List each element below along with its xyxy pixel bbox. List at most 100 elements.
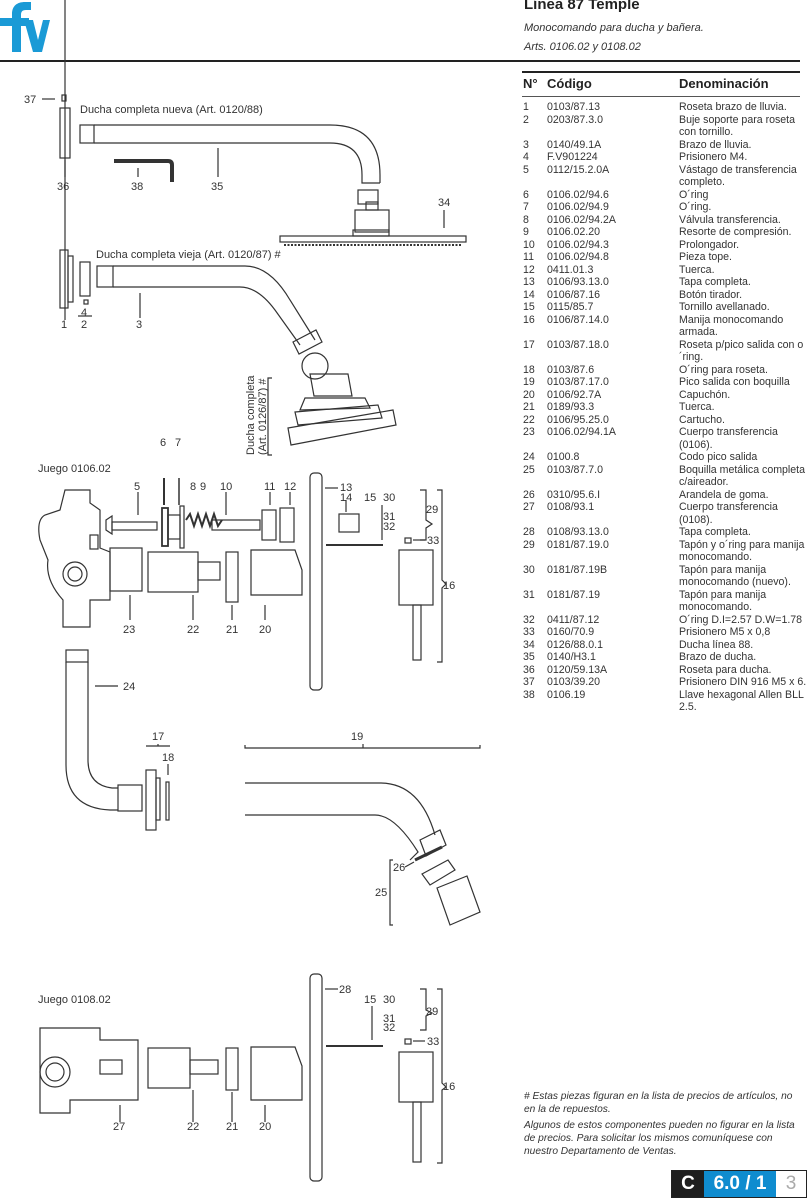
new-shower-assembly (42, 94, 467, 246)
part-number: 26 (523, 488, 535, 501)
badge-section: C (672, 1171, 704, 1197)
part-description: Codo pico salida (679, 451, 758, 463)
part-number: 21 (523, 401, 535, 413)
part-number: 37 (523, 676, 535, 688)
part-number: 16 (523, 313, 535, 326)
col-header-number: N° (523, 76, 538, 91)
part-code: 0103/87.6 (547, 363, 595, 376)
callout-16b: 16 (443, 1081, 455, 1093)
part-number: 35 (523, 651, 535, 663)
part-37-setscrew (61, 94, 67, 102)
part-number: 32 (523, 613, 535, 626)
callout-9: 9 (200, 481, 206, 493)
part-description: Buje soporte para roseta con tornillo. (679, 113, 796, 139)
part-description: Ducha línea 88. (679, 638, 754, 651)
part-number: 19 (523, 376, 535, 388)
table-row: 34 0126/88.0.1 Ducha línea 88. (523, 639, 808, 652)
callout-26: 26 (393, 862, 405, 874)
part-34-shower-head (279, 235, 467, 243)
part-code: 0411/87.12 (547, 613, 600, 626)
part-description: Llave hexagonal Allen BLL 2.5. (679, 688, 804, 714)
part-description: Válvula transferencia. (679, 213, 781, 226)
part-code: 0106.02/94.1A (547, 426, 616, 438)
callout-23: 23 (123, 624, 135, 636)
part-number: 2 (523, 113, 529, 126)
part-number: 31 (523, 588, 535, 601)
part-description: Tapón y o´ring para manija monocomando. (679, 538, 805, 564)
part-description: Prisionero M4. (679, 151, 748, 163)
part-38-allen-key (114, 159, 174, 182)
part-code: 0103/39.20 (547, 676, 601, 688)
part-number: 12 (523, 263, 535, 276)
part-description: Tapa completa. (679, 276, 751, 288)
part-code: 0108/93.13.0 (547, 526, 609, 538)
part-description: Prolongador. (679, 238, 740, 251)
shower-head-old (287, 409, 397, 446)
callout-1: 1 (61, 319, 67, 331)
part-code: 0411.01.3 (547, 263, 594, 276)
callout-18: 18 (162, 752, 174, 764)
part-code: 0106/93.13.0 (547, 276, 609, 288)
part-number: 9 (523, 226, 529, 238)
part-description: Manija monocomando armada. (679, 313, 784, 339)
part-description: Boquilla metálica completa c/aireador. (679, 463, 806, 489)
part-code: 0140/49.1A (547, 138, 602, 151)
part-17-rosette (145, 769, 157, 831)
part-description: Capuchón. (679, 388, 731, 401)
part-description: Tuerca. (679, 401, 715, 413)
callout-3: 3 (136, 319, 142, 331)
part-number: 25 (523, 463, 535, 476)
table-header-rule (522, 96, 800, 97)
col-header-denomination: Denominación (679, 76, 769, 91)
part-number: 20 (523, 388, 535, 401)
page-title: Línea 87 Temple (524, 0, 640, 13)
part-number: 6 (523, 188, 529, 201)
header-divider (0, 60, 800, 62)
callout-21: 21 (226, 624, 238, 636)
part-code: 0189/93.3 (547, 401, 595, 413)
part-22-cartridge (147, 551, 199, 593)
callout-15: 15 (364, 492, 376, 504)
part-description: Prisionero M5 x 0,8 (679, 626, 771, 638)
callout-19: 19 (351, 731, 363, 743)
part-description: Brazo de lluvia. (679, 138, 752, 151)
part-20-cap (250, 549, 303, 596)
part-23-body (38, 489, 111, 628)
callout-29b: 29 (426, 1006, 438, 1018)
part-number: 28 (523, 526, 535, 538)
part-number: 13 (523, 276, 535, 288)
caption-old-shower: Ducha completa vieja (Art. 0120/87) # (96, 249, 282, 261)
part-code: F.V901224 (547, 151, 598, 163)
table-row: 13 0106/93.13.0 Tapa completa. (523, 276, 808, 289)
part-28-cover-plate (309, 973, 323, 1182)
callout-36: 36 (57, 181, 69, 193)
part-code: 0126/88.0.1 (547, 638, 603, 651)
callout-16: 16 (443, 580, 455, 592)
part-number: 33 (523, 626, 535, 638)
callout-8: 8 (190, 481, 196, 493)
callout-22: 22 (187, 624, 199, 636)
callout-15b: 15 (364, 994, 376, 1006)
part-number: 7 (523, 201, 529, 213)
col-header-code: Código (547, 76, 592, 91)
part-description: Cartucho. (679, 413, 725, 426)
old-shower-assembly (59, 0, 397, 456)
part-code: 0112/15.2.0A (547, 163, 610, 176)
part-number: 34 (523, 638, 535, 651)
part-description: Pieza tope. (679, 251, 733, 263)
part-27-body (39, 1027, 139, 1114)
part-number: 23 (523, 426, 535, 438)
part-code: 0106.02/94.9 (547, 201, 609, 213)
